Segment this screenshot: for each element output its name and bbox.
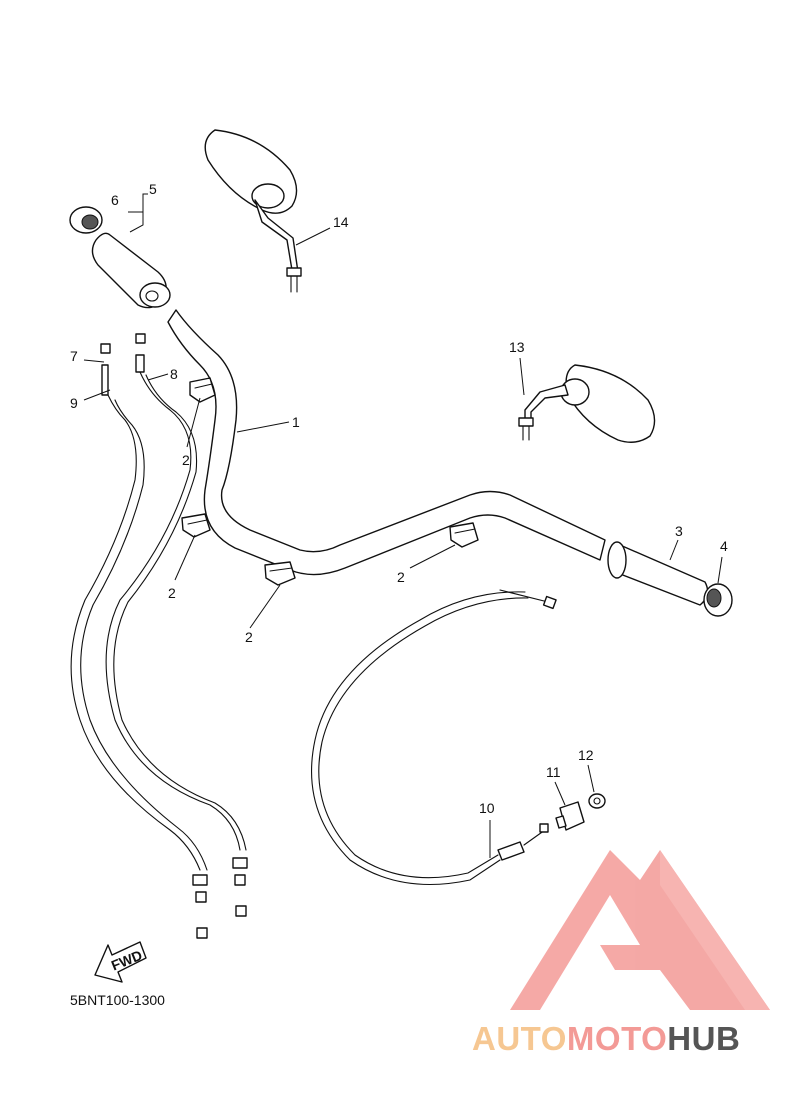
callout-10: 10 — [479, 800, 495, 816]
clamp-3 — [264, 561, 296, 586]
callout-8: 8 — [170, 366, 178, 382]
callout-2a: 2 — [182, 452, 190, 468]
handlebar — [167, 309, 606, 576]
clamp-2 — [181, 513, 211, 538]
fwd-label: FWD — [109, 947, 145, 974]
callout-12: 12 — [578, 747, 594, 763]
callout-2b: 2 — [168, 585, 176, 601]
watermark-text: AUTOMOTOHUB — [472, 1020, 740, 1058]
right-grip — [607, 541, 709, 606]
callout-13: 13 — [509, 339, 525, 355]
callout-7: 7 — [70, 348, 78, 364]
throttle-cable — [311, 589, 557, 885]
callout-14: 14 — [333, 214, 349, 230]
callout-5: 5 — [149, 181, 157, 197]
watermark-part-auto: AUTO — [472, 1020, 567, 1057]
clamp-1 — [189, 377, 216, 403]
callout-1: 1 — [292, 414, 300, 430]
cable-adjuster — [555, 801, 585, 831]
leader-lines — [83, 193, 723, 858]
callout-labels: 1 2 2 2 2 2 3 4 5 6 7 8 9 10 11 12 13 14 — [70, 181, 728, 816]
callout-9: 9 — [70, 395, 78, 411]
left-mirror — [204, 129, 302, 293]
right-mirror — [518, 364, 656, 443]
watermark-part-moto: MOTO — [566, 1020, 668, 1057]
callout-11: 11 — [546, 764, 561, 780]
fwd-arrow-icon: FWD — [94, 941, 147, 983]
grip-end-cap — [69, 206, 103, 234]
reference-code: 5BNT100-1300 — [70, 992, 165, 1008]
cable-assembly-left — [70, 333, 248, 939]
callout-3: 3 — [675, 523, 683, 539]
left-grip — [91, 232, 171, 309]
watermark-logo — [510, 850, 770, 1010]
watermark-part-hub: HUB — [667, 1020, 741, 1057]
callout-2c: 2 — [245, 629, 253, 645]
right-end-cap — [703, 583, 733, 617]
callout-4: 4 — [720, 538, 728, 554]
callout-2d: 2 — [397, 569, 405, 585]
callout-6: 6 — [111, 192, 119, 208]
adjuster-nut — [588, 793, 606, 809]
clamp-4 — [449, 522, 479, 548]
